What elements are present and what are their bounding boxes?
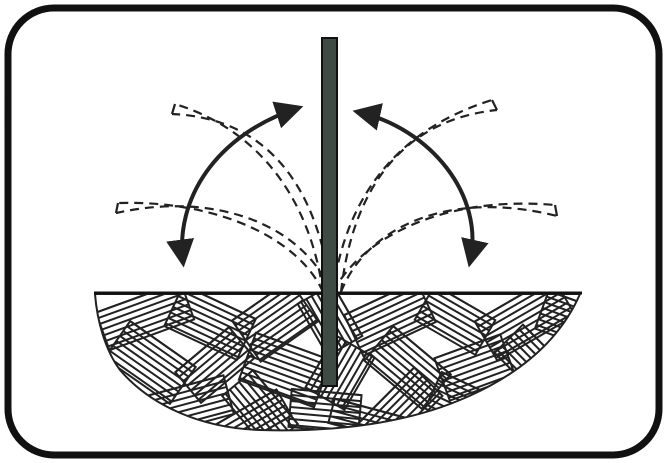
pole <box>322 38 337 386</box>
